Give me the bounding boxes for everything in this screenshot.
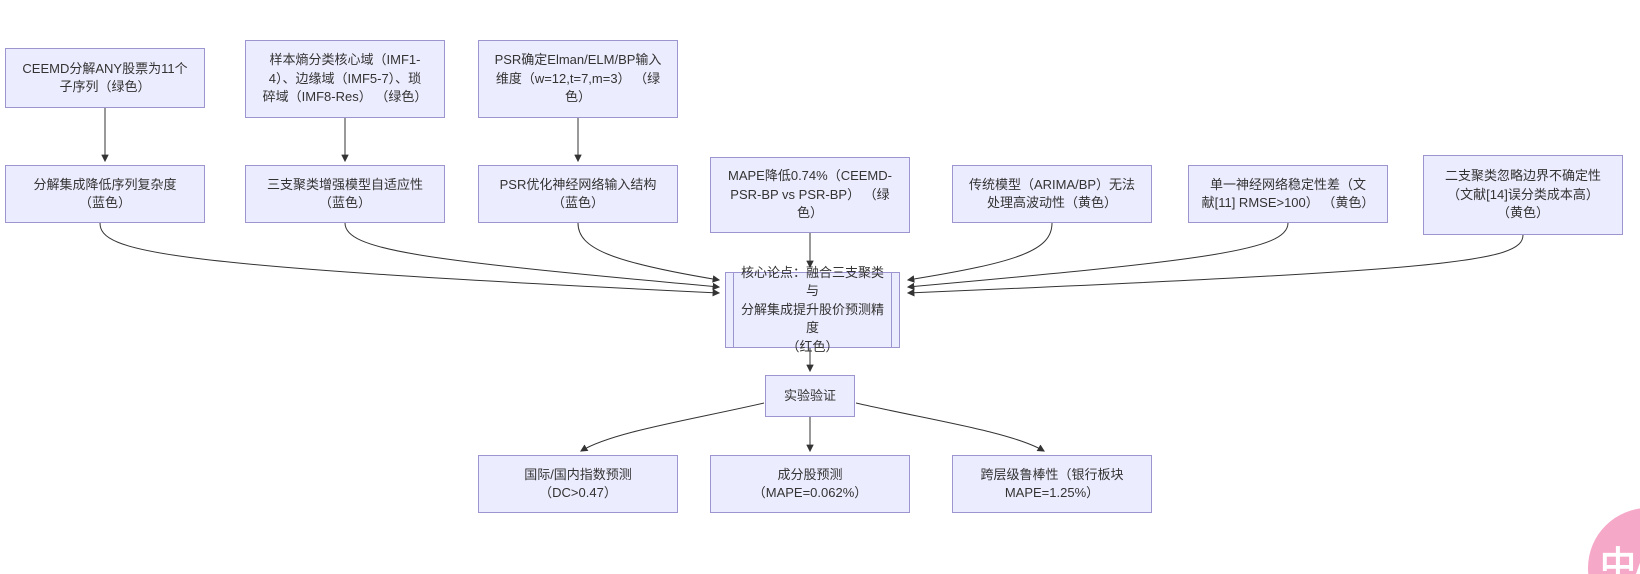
translate-badge-button[interactable]: 中A bbox=[1588, 508, 1640, 574]
node-decompose-complexity: 分解集成降低序列复杂度 （蓝色） bbox=[5, 165, 205, 223]
edge-experiment-to-robustness bbox=[855, 402, 1045, 452]
edge-structure-to-core bbox=[577, 222, 721, 283]
edge-singlenn-to-core bbox=[906, 222, 1289, 291]
node-sample-entropy-label: 样本熵分类核心域（IMF1- 4）、边缘域（IMF5-7）、琐 碎域（IMF8-… bbox=[262, 52, 428, 105]
node-traditional-limit-label: 传统模型（ARIMA/BP）无法 处理高波动性（黄色） bbox=[968, 176, 1136, 210]
node-two-way-limit: 二支聚类忽略边界不确定性 （文献[14]误分类成本高） （黄色） bbox=[1423, 155, 1623, 235]
edge-adaptive-to-core bbox=[344, 222, 721, 291]
node-three-way-adaptive-label: 三支聚类增强模型自适应性 （蓝色） bbox=[266, 176, 423, 210]
node-ceemd-decompose-label: CEEMD分解ANY股票为11个 子序列（绿色） bbox=[22, 60, 188, 94]
node-psr-structure: PSR优化神经网络输入结构 （蓝色） bbox=[478, 165, 678, 223]
edge-twoway-to-core bbox=[906, 234, 1524, 297]
node-constituent-forecast: 成分股预测 （MAPE=0.062%） bbox=[710, 455, 910, 513]
node-three-way-adaptive: 三支聚类增强模型自适应性 （蓝色） bbox=[245, 165, 445, 223]
node-two-way-limit-label: 二支聚类忽略边界不确定性 （文献[14]误分类成本高） （黄色） bbox=[1444, 168, 1601, 221]
node-single-nn-unstable: 单一神经网络稳定性差（文 献[11] RMSE>100） （黄色） bbox=[1188, 165, 1388, 223]
node-sample-entropy: 样本熵分类核心域（IMF1- 4）、边缘域（IMF5-7）、琐 碎域（IMF8-… bbox=[245, 40, 445, 118]
node-mape-improve-label: MAPE降低0.74%（CEEMD- PSR-BP vs PSR-BP） （绿 … bbox=[728, 168, 892, 221]
node-psr-dimension: PSR确定Elman/ELM/BP输入 维度（w=12,t=7,m=3） （绿 … bbox=[478, 40, 678, 118]
node-traditional-limit: 传统模型（ARIMA/BP）无法 处理高波动性（黄色） bbox=[952, 165, 1152, 223]
node-single-nn-unstable-label: 单一神经网络稳定性差（文 献[11] RMSE>100） （黄色） bbox=[1201, 176, 1375, 210]
node-psr-structure-label: PSR优化神经网络输入结构 （蓝色） bbox=[499, 176, 657, 210]
edge-experiment-to-index bbox=[580, 402, 765, 452]
node-decompose-complexity-label: 分解集成降低序列复杂度 （蓝色） bbox=[33, 176, 177, 210]
translate-icon: 中A bbox=[1600, 544, 1640, 574]
node-constituent-forecast-label: 成分股预测 （MAPE=0.062%） bbox=[752, 466, 868, 500]
node-core-thesis-label: 核心论点：融合三支聚类与 分解集成提升股价预测精度 （红色） bbox=[740, 264, 884, 354]
node-core-thesis: 核心论点：融合三支聚类与 分解集成提升股价预测精度 （红色） bbox=[725, 265, 900, 354]
edge-traditional-to-core bbox=[906, 222, 1053, 283]
node-psr-dimension-label: PSR确定Elman/ELM/BP输入 维度（w=12,t=7,m=3） （绿 … bbox=[494, 52, 662, 105]
node-robustness: 跨层级鲁棒性（银行板块 MAPE=1.25%） bbox=[952, 455, 1152, 513]
subroutine-left-wall bbox=[733, 273, 734, 347]
node-experiment: 实验验证 bbox=[765, 375, 855, 417]
node-index-forecast-label: 国际/国内指数预测 （DC>0.47） bbox=[524, 466, 632, 500]
node-index-forecast: 国际/国内指数预测 （DC>0.47） bbox=[478, 455, 678, 513]
node-mape-improve: MAPE降低0.74%（CEEMD- PSR-BP vs PSR-BP） （绿 … bbox=[710, 157, 910, 233]
edge-complexity-to-core bbox=[99, 222, 721, 297]
node-ceemd-decompose: CEEMD分解ANY股票为11个 子序列（绿色） bbox=[5, 48, 205, 108]
node-experiment-label: 实验验证 bbox=[783, 387, 836, 403]
subroutine-right-wall bbox=[891, 273, 892, 347]
node-robustness-label: 跨层级鲁棒性（银行板块 MAPE=1.25%） bbox=[980, 466, 1124, 500]
